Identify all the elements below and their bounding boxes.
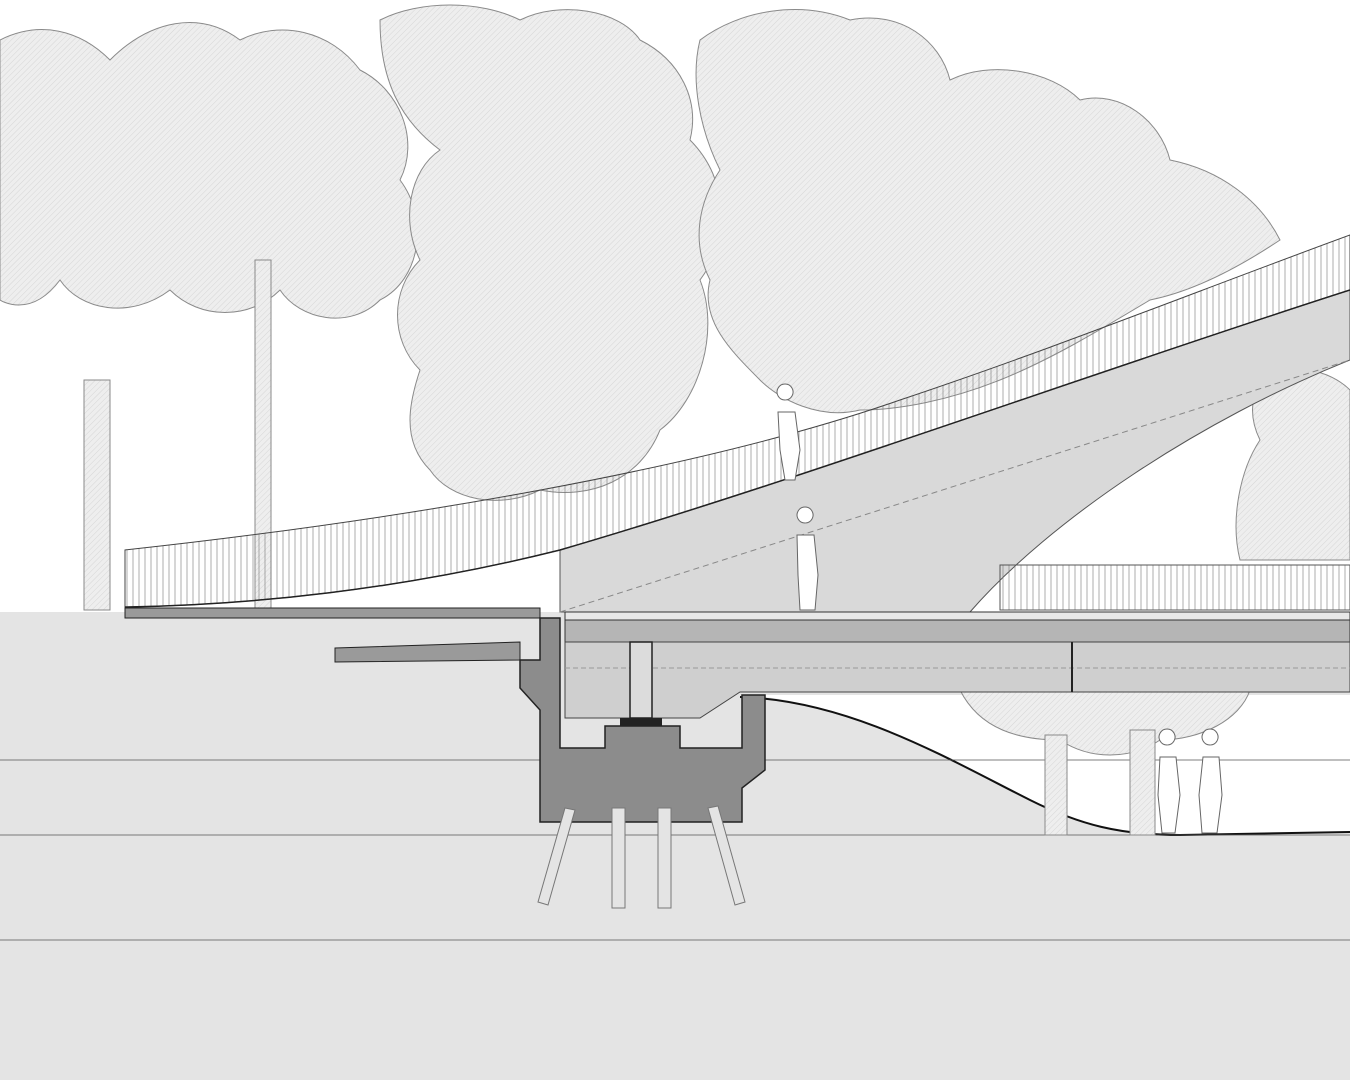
abutment <box>519 617 766 823</box>
piles <box>537 805 746 909</box>
embankment-line <box>739 696 1350 837</box>
tree-trunk <box>83 379 111 611</box>
bearing-column <box>629 641 653 719</box>
person <box>1198 728 1223 834</box>
approach-slab <box>124 607 541 619</box>
person <box>1157 728 1181 834</box>
trees-under-bridge <box>959 689 1251 836</box>
deck-slab <box>564 619 1350 643</box>
far-railing <box>999 564 1350 611</box>
ramp-deck-edge <box>124 289 1350 608</box>
tree-canopy-right <box>695 9 1281 414</box>
centerline <box>559 359 1350 613</box>
ramp <box>124 234 1350 613</box>
bearing-pad <box>620 718 662 726</box>
tree-canopy-left <box>0 22 418 319</box>
people <box>776 383 1223 834</box>
tree-canopy-center <box>379 4 722 501</box>
bridge-deck <box>564 611 1350 726</box>
person <box>776 383 801 481</box>
girder <box>564 641 1350 719</box>
person <box>796 506 819 611</box>
